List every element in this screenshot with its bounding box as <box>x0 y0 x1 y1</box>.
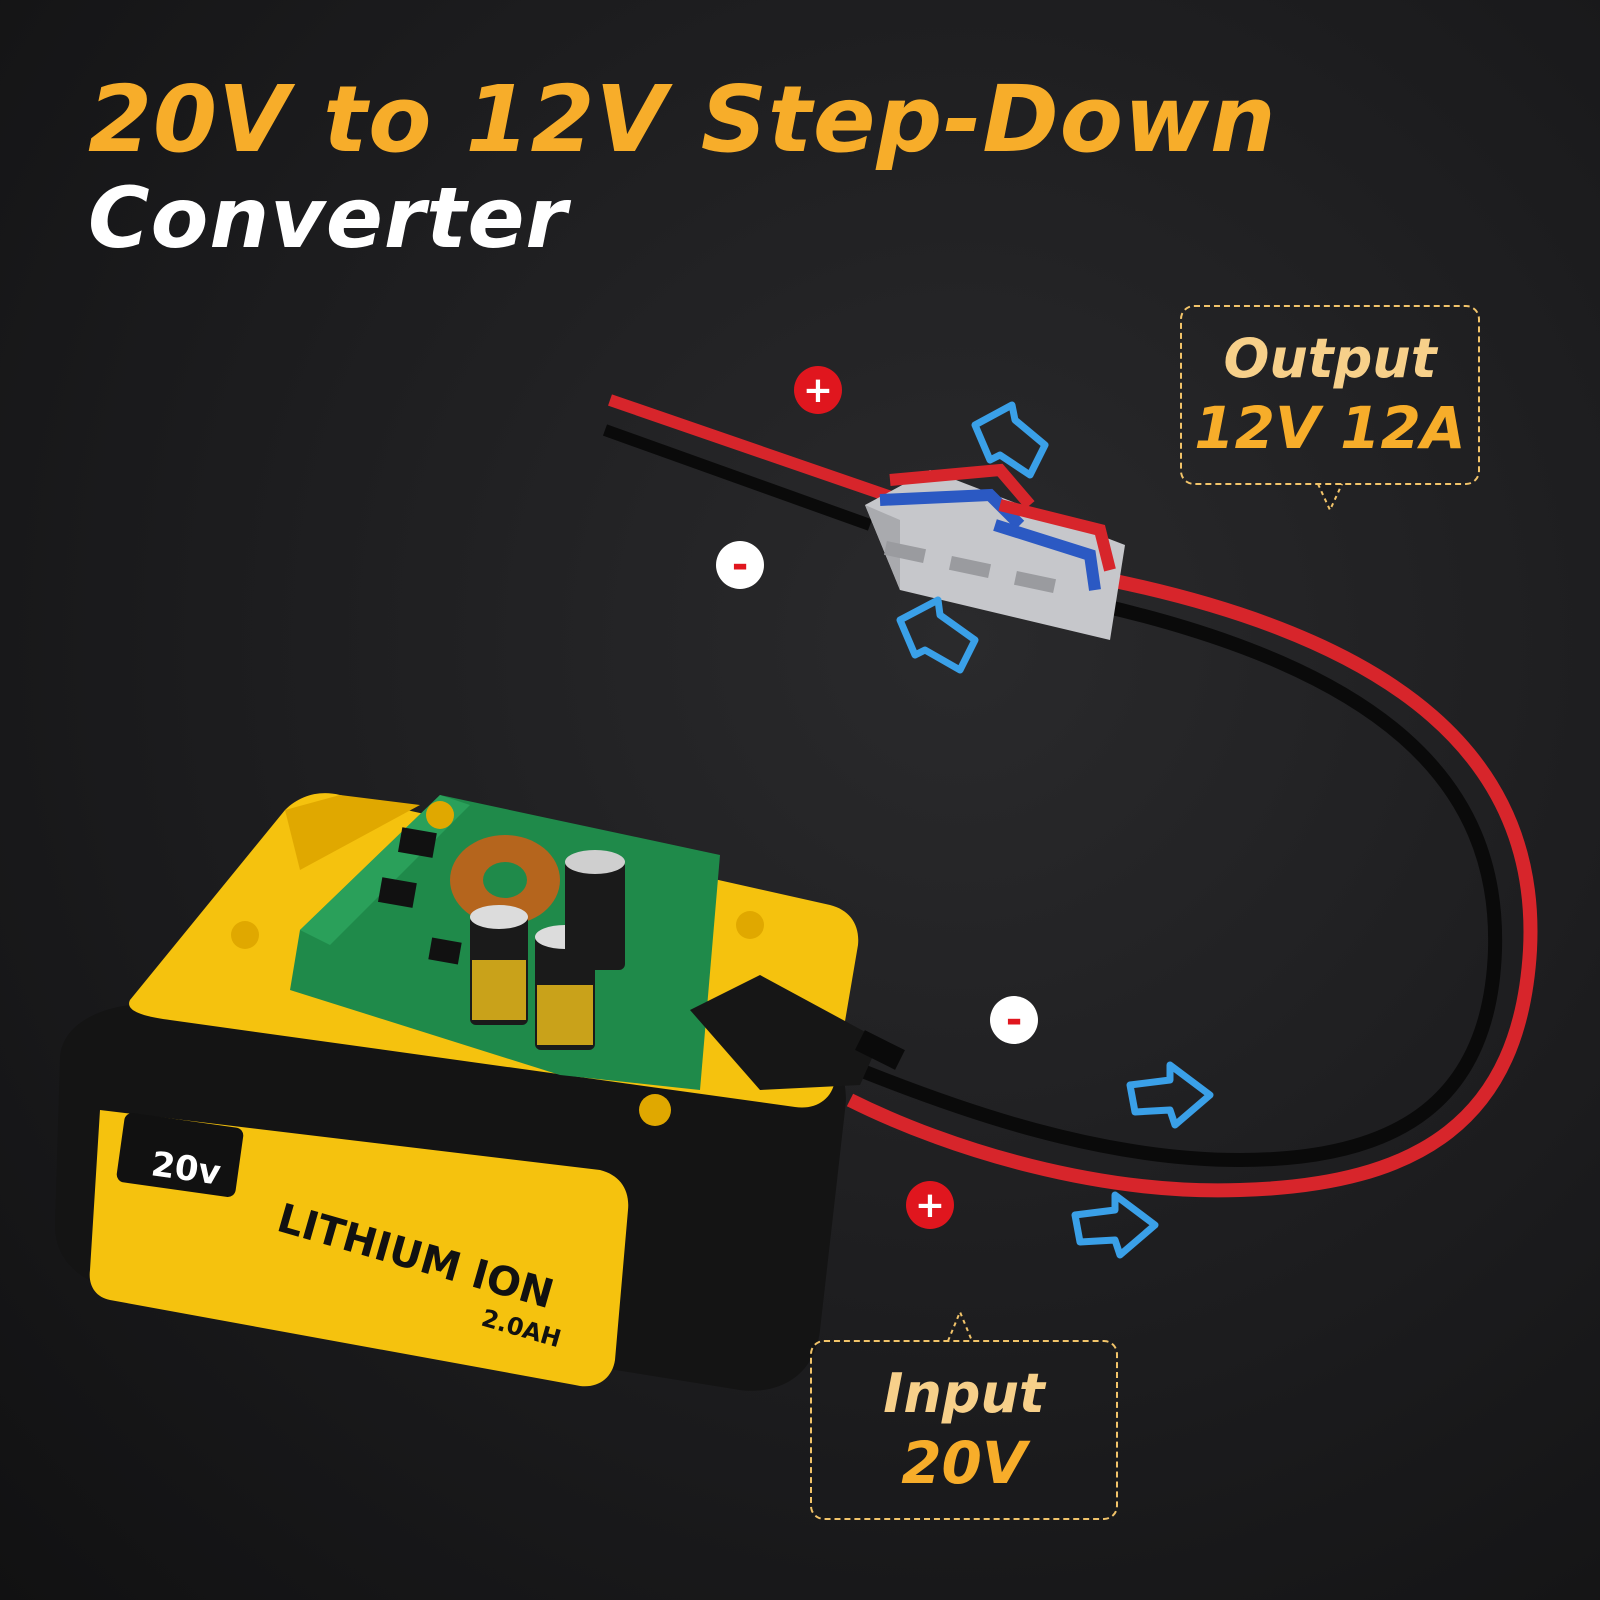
output-red-wire <box>608 394 902 506</box>
output-callout-value: 12V 12A <box>1194 394 1466 462</box>
loop-red-wire <box>846 573 1538 1198</box>
battery-voltage-label: 20v <box>149 1144 223 1193</box>
battery-pack: 20v LITHIUM ION 2.0AH <box>55 793 905 1391</box>
output-callout-label: Output <box>1223 327 1437 390</box>
output-minus-badge-circle <box>716 541 764 589</box>
input-plus-badge: + <box>915 1185 945 1226</box>
headline: 20V to 12V Step-Down Converter <box>88 66 1277 267</box>
input-minus-badge-circle <box>990 996 1038 1044</box>
loop-wires <box>846 573 1538 1198</box>
headline-line-1: 20V to 12V Step-Down <box>88 66 1277 173</box>
output-plus-badge: + <box>803 370 833 411</box>
polarity-markers: + - - + <box>716 366 1038 1229</box>
output-callout: Output 12V 12A <box>1180 305 1480 485</box>
arrow-output-2 <box>896 596 979 674</box>
arrow-input-2 <box>1071 1191 1159 1259</box>
output-wires <box>602 394 902 531</box>
headline-line-2: Converter <box>88 169 568 267</box>
input-plus-badge-circle <box>906 1181 954 1229</box>
loop-black-wire <box>857 598 1503 1168</box>
capacitors <box>470 850 625 1050</box>
flow-arrows <box>896 401 1214 1259</box>
input-minus-badge: - <box>1006 997 1023 1043</box>
output-minus-badge: - <box>732 542 749 588</box>
output-plus-badge-circle <box>794 366 842 414</box>
arrow-output-1 <box>971 401 1049 479</box>
input-callout-label: Input <box>883 1362 1045 1425</box>
output-black-wire <box>602 424 873 531</box>
input-callout: Input 20V <box>810 1340 1118 1520</box>
input-callout-value: 20V <box>901 1429 1027 1497</box>
arrow-input-1 <box>1126 1061 1214 1129</box>
lever-connector <box>865 463 1125 640</box>
